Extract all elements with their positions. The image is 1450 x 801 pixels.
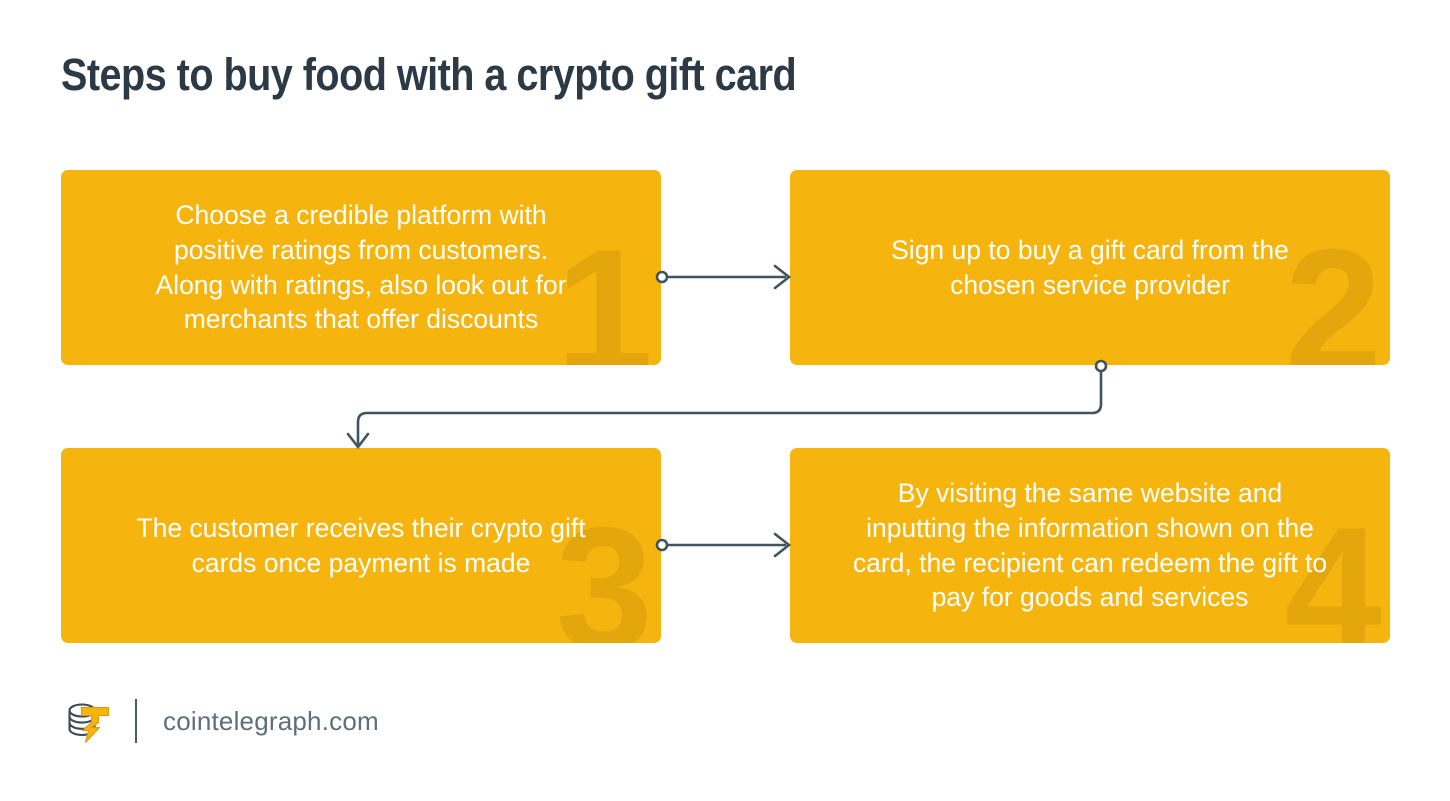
- footer: cointelegraph.com: [61, 692, 379, 750]
- connector-step-3-to-step-4: [655, 532, 792, 558]
- connector-step-2-to-step-3: [346, 359, 1108, 450]
- cointelegraph-logo-icon: [68, 703, 110, 744]
- step-card-1: 1 Choose a credible platform with positi…: [61, 170, 661, 365]
- step-number-watermark-3: 3: [555, 491, 653, 643]
- connector-arrowhead: [773, 532, 792, 558]
- step-card-3: 3 The customer receives their crypto gif…: [61, 448, 661, 643]
- connector-step-1-to-step-2: [655, 264, 792, 290]
- step-card-2: 2 Sign up to buy a gift card from the ch…: [790, 170, 1390, 365]
- page-title: Steps to buy food with a crypto gift car…: [61, 49, 797, 100]
- footer-divider: [135, 699, 137, 743]
- step-number-watermark-4: 4: [1284, 491, 1382, 643]
- step-text-2: Sign up to buy a gift card from the chos…: [891, 234, 1289, 300]
- footer-site-label: cointelegraph.com: [163, 705, 379, 736]
- step-text-4: By visiting the same website and inputti…: [852, 477, 1328, 613]
- step-number-watermark-1: 1: [555, 213, 653, 365]
- step-card-4: 4 By visiting the same website and input…: [790, 448, 1390, 643]
- step-text-3: The customer receives their crypto gift …: [136, 512, 586, 578]
- connector-arrowhead: [773, 264, 792, 290]
- step-number-watermark-2: 2: [1284, 213, 1382, 365]
- connector-arrowhead: [346, 432, 370, 450]
- step-text-1: Choose a credible platform with positive…: [155, 199, 567, 335]
